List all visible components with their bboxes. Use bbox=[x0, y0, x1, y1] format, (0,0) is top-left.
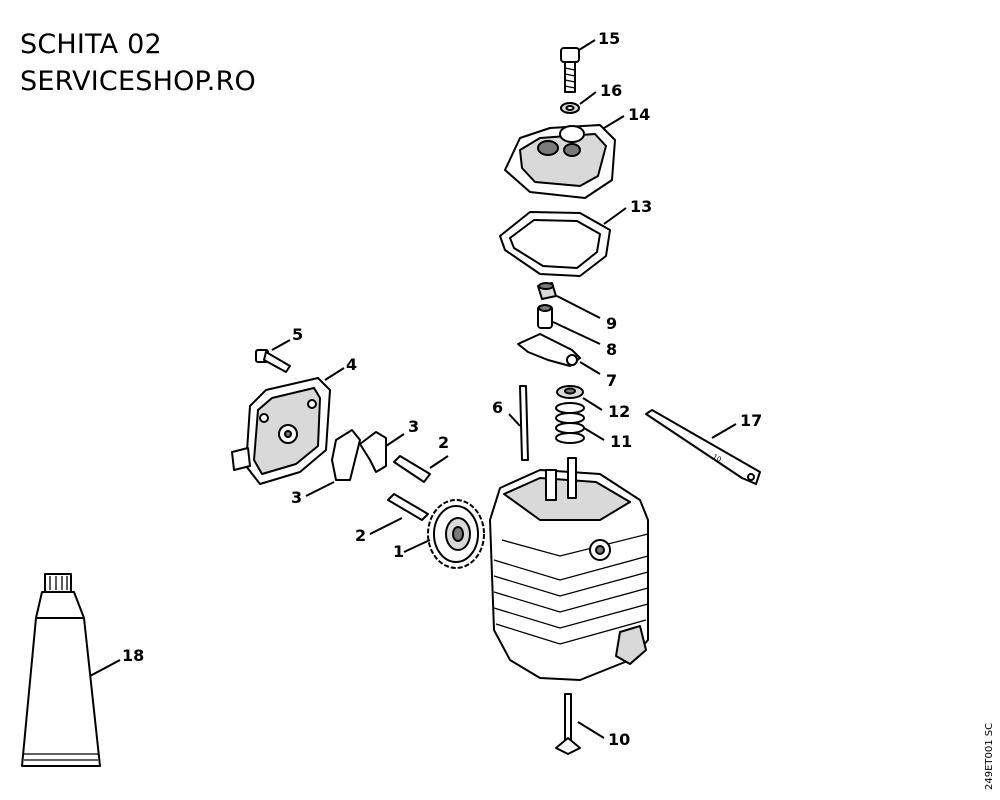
part-1-gear bbox=[403, 499, 485, 569]
part-7-rocker-arm bbox=[517, 333, 601, 375]
part-6-push-rod bbox=[508, 385, 529, 461]
label-9: 9 bbox=[606, 314, 617, 333]
part-5-screw bbox=[255, 339, 291, 373]
part-15-bolt bbox=[560, 39, 596, 93]
label-3-lower: 3 bbox=[291, 488, 302, 507]
label-11: 11 bbox=[610, 432, 632, 451]
label-18: 18 bbox=[122, 646, 144, 665]
part-3-rocker-lower bbox=[305, 429, 361, 497]
label-15: 15 bbox=[598, 29, 620, 48]
part-10-valve bbox=[555, 693, 605, 755]
label-5: 5 bbox=[292, 325, 303, 344]
schematic-title: SCHITA 02 bbox=[20, 29, 162, 60]
part-18-tube bbox=[21, 573, 121, 767]
part-12-retainer bbox=[556, 385, 603, 411]
tool-marking: 10 bbox=[711, 453, 723, 464]
label-3-upper: 3 bbox=[408, 417, 419, 436]
site-name: SERVICESHOP.RO bbox=[20, 66, 256, 97]
label-13: 13 bbox=[630, 197, 652, 216]
part-4-cover-plate bbox=[231, 367, 345, 485]
label-6: 6 bbox=[492, 398, 503, 417]
part-14-valve-cover bbox=[504, 115, 625, 199]
cylinder-block bbox=[489, 457, 649, 681]
label-4: 4 bbox=[346, 355, 357, 374]
label-1: 1 bbox=[393, 542, 404, 561]
part-11-spring bbox=[555, 402, 605, 444]
header: SCHITA 02 SERVICESHOP.RO bbox=[20, 26, 256, 100]
label-17: 17 bbox=[740, 411, 762, 430]
part-16-washer bbox=[560, 91, 597, 114]
part-9-cap bbox=[537, 282, 601, 319]
part-17-tool: 10 bbox=[645, 409, 761, 485]
part-2-pin-upper bbox=[393, 455, 449, 483]
label-14: 14 bbox=[628, 105, 650, 124]
drawing-code: 249ET001 SC bbox=[984, 722, 995, 790]
part-3-rocker-upper bbox=[359, 431, 405, 473]
label-10: 10 bbox=[608, 730, 630, 749]
part-2-pin-lower bbox=[369, 493, 429, 535]
label-16: 16 bbox=[600, 81, 622, 100]
part-8-sleeve bbox=[537, 304, 601, 345]
label-2-upper: 2 bbox=[438, 433, 449, 452]
part-labels: 1 2 2 3 3 4 5 6 7 8 9 10 11 12 13 14 15 … bbox=[122, 29, 762, 749]
label-2-lower: 2 bbox=[355, 526, 366, 545]
part-13-gasket bbox=[499, 207, 627, 277]
label-8: 8 bbox=[606, 340, 617, 359]
label-12: 12 bbox=[608, 402, 630, 421]
label-7: 7 bbox=[606, 371, 617, 390]
